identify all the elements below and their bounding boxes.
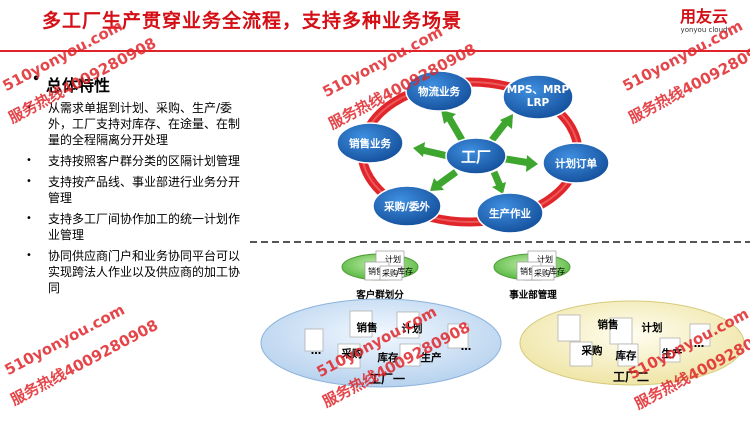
production-label: 生产作业	[489, 207, 531, 220]
svg-text:销售: 销售	[520, 266, 536, 276]
svg-text:采购: 采购	[581, 344, 603, 357]
svg-text:…: …	[461, 341, 472, 353]
svg-text:销售: 销售	[357, 321, 378, 334]
feature-item: 支持按照客户群分类的区隔计划管理	[26, 153, 246, 169]
svg-text:库存: 库存	[616, 349, 637, 362]
factory-center-node	[445, 137, 507, 175]
feature-item: 协同供应商门户和业务协同平台可以实现跨法人作业以及供应商的加工协同	[26, 248, 246, 296]
plan-order-label: 计划订单	[555, 157, 597, 170]
mrp-label-line1: MPS、MRP	[507, 84, 570, 96]
factory-center-label: 工厂	[461, 148, 491, 166]
svg-text:计划: 计划	[642, 321, 663, 334]
sales-node	[336, 122, 404, 164]
svg-text:库存: 库存	[549, 266, 565, 276]
division-label: 事业部管理	[509, 289, 557, 301]
logistics-node	[405, 70, 473, 112]
customer-group-label: 客户群划分	[355, 289, 404, 301]
title-divider	[0, 50, 750, 52]
svg-text:…: …	[311, 345, 322, 357]
svg-text:采购: 采购	[341, 347, 363, 360]
svg-text:采购: 采购	[534, 268, 550, 278]
logo-subtext: yonyou cloud	[680, 26, 728, 34]
factory-two-label: 工厂二	[613, 370, 649, 384]
logistics-label: 物流业务	[418, 85, 460, 98]
svg-text:计划: 计划	[402, 322, 423, 335]
svg-text:销售: 销售	[368, 266, 384, 276]
svg-text:计划: 计划	[385, 254, 401, 264]
section-title: 总体特性	[32, 72, 110, 96]
feature-list: 从需求单据到计划、采购、生产/委外，工厂支持对库存、在途量、在制量的全程隔离分开…	[26, 100, 246, 301]
svg-text:…: …	[694, 338, 705, 350]
brand-logo: 用友云 yonyou cloud	[664, 8, 744, 35]
logo-text: 用友云	[679, 7, 728, 26]
svg-text:采购: 采购	[382, 268, 398, 278]
svg-text:库存: 库存	[378, 351, 399, 364]
slide-title: 多工厂生产贯穿业务全流程，支持多种业务场景	[42, 10, 463, 32]
svg-text:生产: 生产	[662, 347, 683, 360]
purchase-node	[372, 185, 442, 227]
factory-one-label: 工厂一	[369, 372, 405, 386]
purchase-label: 采购/委外	[383, 200, 430, 213]
svg-text:生产: 生产	[421, 351, 442, 364]
production-node	[476, 192, 544, 234]
factory-one-platform	[260, 298, 502, 388]
feature-item: 从需求单据到计划、采购、生产/委外，工厂支持对库存、在途量、在制量的全程隔离分开…	[26, 100, 246, 148]
feature-item: 支持多工厂间协作加工的统一计划作业管理	[26, 211, 246, 243]
svg-text:销售: 销售	[598, 318, 619, 331]
mrp-node	[502, 74, 574, 120]
feature-item: 支持按产品线、事业部进行业务分开管理	[26, 174, 246, 206]
mrp-label-line2: LRP	[527, 97, 550, 109]
svg-text:库存: 库存	[397, 266, 413, 276]
sales-label: 销售业务	[349, 137, 391, 150]
svg-text:计划: 计划	[537, 254, 553, 264]
plan-order-node	[542, 142, 610, 184]
